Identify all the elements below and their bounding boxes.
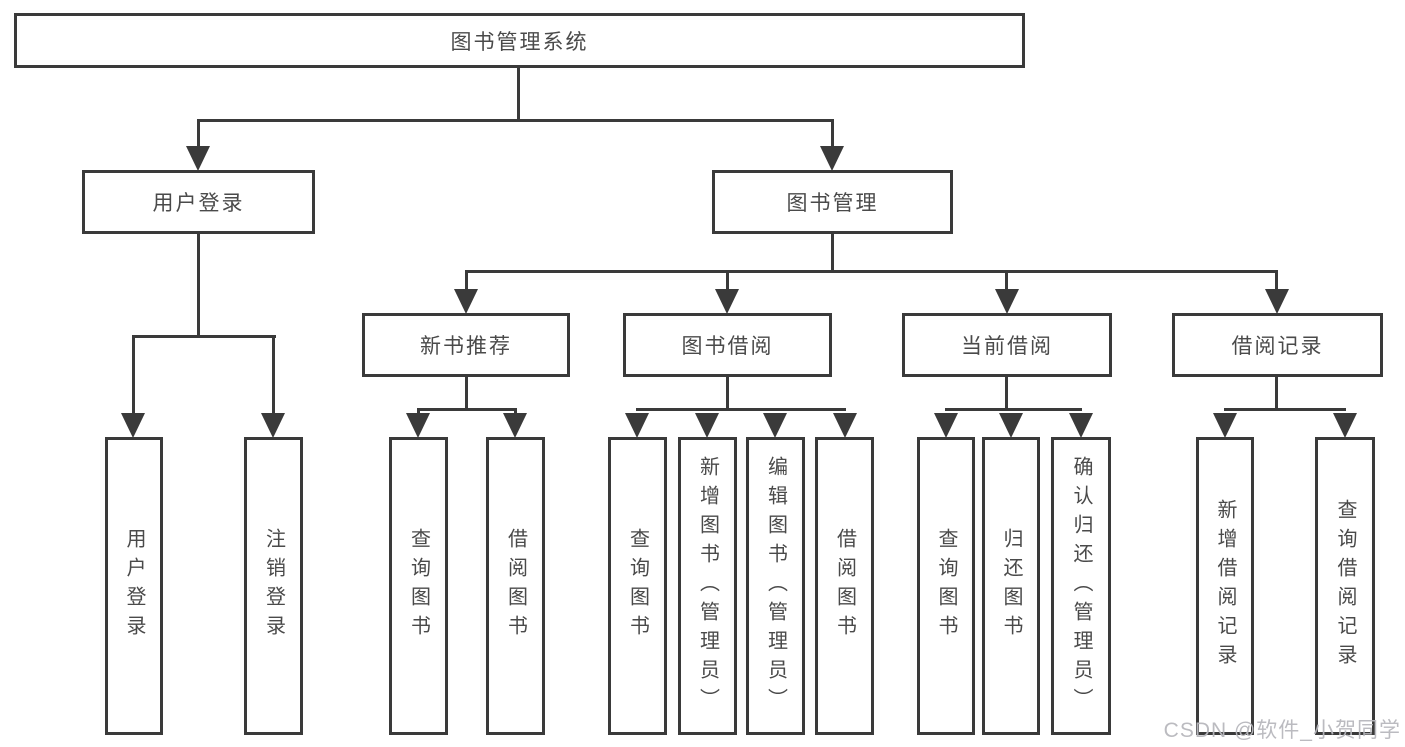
arrow-down-icon	[625, 413, 649, 438]
edge-line	[1224, 408, 1346, 411]
arrow-down-icon	[454, 289, 478, 314]
node-borrowing-records: 借阅记录	[1172, 313, 1383, 377]
leaf-label: 查询图书	[626, 528, 649, 644]
node-label: 借阅记录	[1231, 335, 1324, 358]
arrow-down-icon	[934, 413, 958, 438]
arrow-down-icon	[715, 289, 739, 314]
leaf-add-borrow-record: 新增借阅记录	[1196, 437, 1254, 735]
arrow-down-icon	[833, 413, 857, 438]
node-label: 当前借阅	[961, 335, 1053, 358]
leaf-label: 借阅图书	[504, 528, 527, 644]
edge-line	[1275, 270, 1278, 292]
leaf-label: 注销登录	[262, 528, 285, 644]
edge-line	[465, 270, 468, 292]
leaf-query-books: 查询图书	[389, 437, 448, 735]
edge-line	[726, 377, 729, 410]
node-label: 图书管理系统	[450, 30, 589, 54]
leaf-return-books: 归还图书	[982, 437, 1040, 735]
node-user-login: 用户登录	[82, 170, 315, 234]
arrow-down-icon	[261, 413, 285, 438]
leaf-label: 新增借阅记录	[1214, 499, 1236, 673]
leaf-edit-books-admin: 编辑图书（管理员）	[746, 437, 805, 735]
edge-line	[197, 234, 200, 335]
leaf-label: 用户登录	[123, 528, 145, 644]
edge-line	[465, 377, 468, 410]
edge-line	[636, 408, 846, 411]
node-label: 用户登录	[152, 192, 245, 215]
leaf-label: 归还图书	[1000, 528, 1022, 644]
leaf-confirm-return-admin: 确认归还（管理员）	[1051, 437, 1111, 735]
leaf-query-books: 查询图书	[917, 437, 975, 735]
edge-line	[417, 408, 517, 411]
arrow-down-icon	[999, 413, 1023, 438]
leaf-label: 查询图书	[407, 528, 430, 644]
edge-line	[272, 335, 275, 415]
leaf-label: 查询借阅记录	[1334, 499, 1356, 673]
node-book-borrowing: 图书借阅	[623, 313, 832, 377]
leaf-borrow-books: 借阅图书	[815, 437, 874, 735]
node-book-management: 图书管理	[712, 170, 953, 234]
node-library-management-system: 图书管理系统	[14, 13, 1025, 68]
edge-line	[726, 270, 729, 292]
arrow-down-icon	[995, 289, 1019, 314]
leaf-label: 查询图书	[935, 528, 957, 644]
node-label: 新书推荐	[420, 335, 512, 358]
edge-line	[831, 119, 834, 151]
leaf-borrow-books: 借阅图书	[486, 437, 545, 735]
leaf-query-books: 查询图书	[608, 437, 667, 735]
leaf-label: 借阅图书	[833, 528, 856, 644]
edge-line	[1275, 377, 1278, 410]
arrow-down-icon	[695, 413, 719, 438]
edge-line	[517, 68, 520, 121]
edge-line	[945, 408, 1082, 411]
arrow-down-icon	[503, 413, 527, 438]
arrow-down-icon	[820, 146, 844, 171]
arrow-down-icon	[763, 413, 787, 438]
leaf-add-books-admin: 新增图书（管理员）	[678, 437, 737, 735]
edge-line	[1005, 270, 1008, 292]
edge-line	[197, 119, 834, 122]
arrow-down-icon	[186, 146, 210, 171]
leaf-user-login: 用户登录	[105, 437, 163, 735]
leaf-query-borrow-record: 查询借阅记录	[1315, 437, 1375, 735]
arrow-down-icon	[406, 413, 430, 438]
leaf-label: 确认归还（管理员）	[1070, 455, 1092, 717]
arrow-down-icon	[1213, 413, 1237, 438]
leaf-logout: 注销登录	[244, 437, 303, 735]
edge-line	[132, 335, 276, 338]
node-label: 图书管理	[786, 192, 879, 215]
arrow-down-icon	[1069, 413, 1093, 438]
node-label: 图书借阅	[681, 335, 774, 358]
csdn-watermark: CSDN @软件_小贺同学	[1163, 719, 1401, 742]
leaf-label: 新增图书（管理员）	[696, 455, 719, 717]
edge-line	[197, 119, 200, 151]
node-new-book-recommendation: 新书推荐	[362, 313, 570, 377]
node-current-borrowing: 当前借阅	[902, 313, 1112, 377]
arrow-down-icon	[121, 413, 145, 438]
arrow-down-icon	[1265, 289, 1289, 314]
edge-line	[831, 234, 834, 270]
arrow-down-icon	[1333, 413, 1357, 438]
edge-line	[132, 335, 135, 415]
edge-line	[465, 270, 1278, 273]
edge-line	[1005, 377, 1008, 410]
leaf-label: 编辑图书（管理员）	[764, 455, 787, 717]
